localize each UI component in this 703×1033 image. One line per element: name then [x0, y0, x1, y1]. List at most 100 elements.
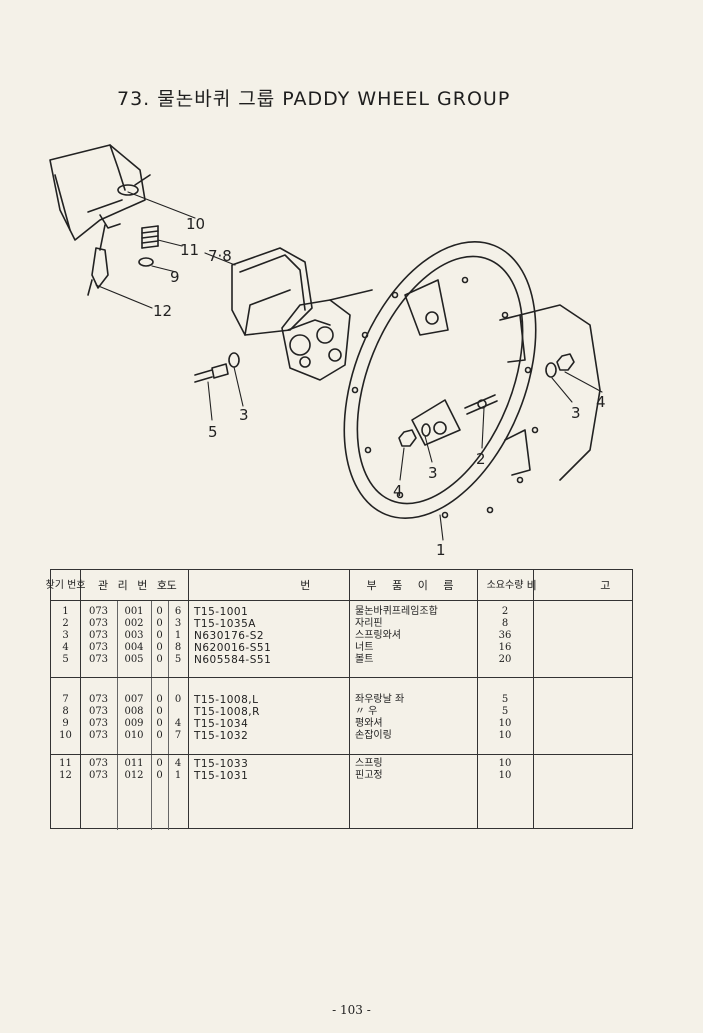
- group-divider: [51, 754, 632, 755]
- callout-10: 10: [186, 215, 205, 233]
- table-cell-ref: 5: [62, 654, 69, 665]
- table-cell-c: 0: [156, 730, 163, 741]
- table-cell-c: 0: [156, 654, 163, 665]
- table-cell-name: 손잡이링: [355, 730, 392, 741]
- group-divider: [51, 677, 632, 678]
- washer-drawing: [138, 257, 154, 267]
- callout-3-lower: 3: [428, 464, 438, 482]
- table-cell-d: 7: [174, 730, 182, 741]
- nut-washer-lower-drawing: [398, 423, 431, 447]
- table-cell-ref: 12: [59, 770, 72, 781]
- table-cell-c: 0: [156, 606, 163, 617]
- table-cell-b: 009: [124, 718, 144, 729]
- header-remarks: 비 고: [526, 579, 641, 592]
- table-cell-a: 073: [88, 694, 109, 705]
- table-cell-b: 007: [124, 694, 144, 705]
- table-cell-drawing: T15-1035A: [194, 618, 256, 630]
- table-cell-c: 0: [156, 630, 163, 641]
- header-divider: [51, 600, 632, 601]
- table-cell-name: 볼트: [355, 654, 374, 665]
- table-cell-ref: 3: [62, 630, 69, 641]
- table-cell-b: 001: [124, 606, 144, 617]
- table-cell-drawing: T15-1008,L: [194, 694, 259, 706]
- callout-leaders: [95, 191, 603, 541]
- callout-3-right: 3: [571, 404, 581, 422]
- table-cell-ref: 1: [62, 606, 69, 617]
- sub-col-divider: [117, 600, 118, 830]
- callout-11: 11: [180, 241, 199, 259]
- col-divider: [188, 570, 189, 828]
- callout-2: 2: [476, 450, 486, 468]
- table-cell-ref: 10: [59, 730, 72, 741]
- table-cell-ref: 4: [62, 642, 69, 653]
- table-cell-a: 073: [88, 706, 109, 717]
- mount-plate-drawing: [281, 299, 351, 381]
- table-cell-name: 스프링: [355, 758, 383, 769]
- table-cell-qty: 36: [498, 630, 512, 641]
- table-cell-drawing: N620016-S51: [194, 642, 272, 654]
- callout-12: 12: [153, 302, 172, 320]
- sub-col-divider: [168, 600, 169, 830]
- page-number: - 103 -: [332, 1003, 371, 1017]
- exploded-parts-diagram: 10 11 7·8 9 12 3 5 4 3 2 3 4 1: [49, 144, 606, 559]
- table-cell-c: 0: [156, 642, 163, 653]
- page-title: 73. 물논바퀴 그룹 PADDY WHEEL GROUP: [117, 88, 511, 110]
- table-cell-name: 핀고정: [355, 770, 383, 781]
- table-cell-name: 자리핀: [355, 618, 383, 629]
- callout-4-lower: 4: [393, 482, 403, 500]
- table-cell-name: 스프링와셔: [355, 630, 401, 641]
- callout-1: 1: [436, 541, 446, 559]
- table-cell-d: 1: [174, 630, 182, 641]
- bolt-drawing: [194, 363, 229, 383]
- header-mgmt-no: 관 리 번 호: [98, 579, 170, 592]
- col-divider: [533, 570, 534, 828]
- table-cell-a: 073: [88, 618, 109, 629]
- table-cell-a: 073: [88, 730, 109, 741]
- table-cell-d: 4: [174, 758, 182, 769]
- table-cell-qty: 10: [498, 758, 512, 769]
- table-cell-b: 003: [124, 630, 144, 641]
- table-cell-a: 073: [88, 770, 109, 781]
- table-cell-name: 〃 우: [355, 706, 378, 717]
- table-cell-b: 010: [124, 730, 144, 741]
- table-cell-drawing: T15-1008,R: [194, 706, 260, 718]
- table-cell-a: 073: [88, 654, 109, 665]
- table-cell-drawing: T15-1031: [194, 770, 249, 782]
- washer-left-drawing: [228, 352, 240, 368]
- table-cell-qty: 10: [498, 718, 512, 729]
- table-cell-name: 평와셔: [355, 718, 383, 729]
- guard-cover-drawing: [231, 247, 313, 336]
- table-cell-drawing: T15-1034: [194, 718, 249, 730]
- table-cell-b: 011: [124, 758, 144, 769]
- callout-5: 5: [208, 423, 218, 441]
- table-cell-a: 073: [88, 718, 109, 729]
- table-cell-drawing: T15-1033: [194, 758, 249, 770]
- sub-col-divider: [151, 600, 152, 830]
- table-cell-qty: 20: [498, 654, 512, 665]
- table-cell-d: 1: [174, 770, 182, 781]
- col-divider: [80, 570, 81, 828]
- table-cell-b: 004: [124, 642, 144, 653]
- table-cell-b: 002: [124, 618, 144, 629]
- table-cell-qty: 5: [501, 694, 509, 705]
- wheel-frame-drawing: [329, 241, 601, 519]
- table-cell-drawing: T15-1032: [194, 730, 249, 742]
- table-cell-ref: 2: [62, 618, 69, 629]
- callout-4-right: 4: [596, 393, 606, 411]
- table-cell-qty: 8: [501, 618, 509, 629]
- table-cell-c: 0: [156, 770, 163, 781]
- table-cell-qty: 16: [498, 642, 512, 653]
- table-cell-c: 0: [156, 706, 163, 717]
- nut-washer-right-drawing: [545, 353, 575, 378]
- table-cell-name: 좌우랑날 좌: [355, 694, 405, 705]
- header-qty: 소요수량: [486, 579, 524, 591]
- table-cell-c: 0: [156, 694, 163, 705]
- table-cell-ref: 7: [62, 694, 69, 705]
- table-cell-name: 너트: [355, 642, 374, 653]
- table-cell-d: 5: [174, 654, 182, 665]
- table-cell-d: 0: [174, 694, 182, 705]
- table-cell-d: 3: [174, 618, 182, 629]
- header-part-name: 부 품 이 름: [366, 579, 460, 592]
- table-cell-b: 012: [124, 770, 144, 781]
